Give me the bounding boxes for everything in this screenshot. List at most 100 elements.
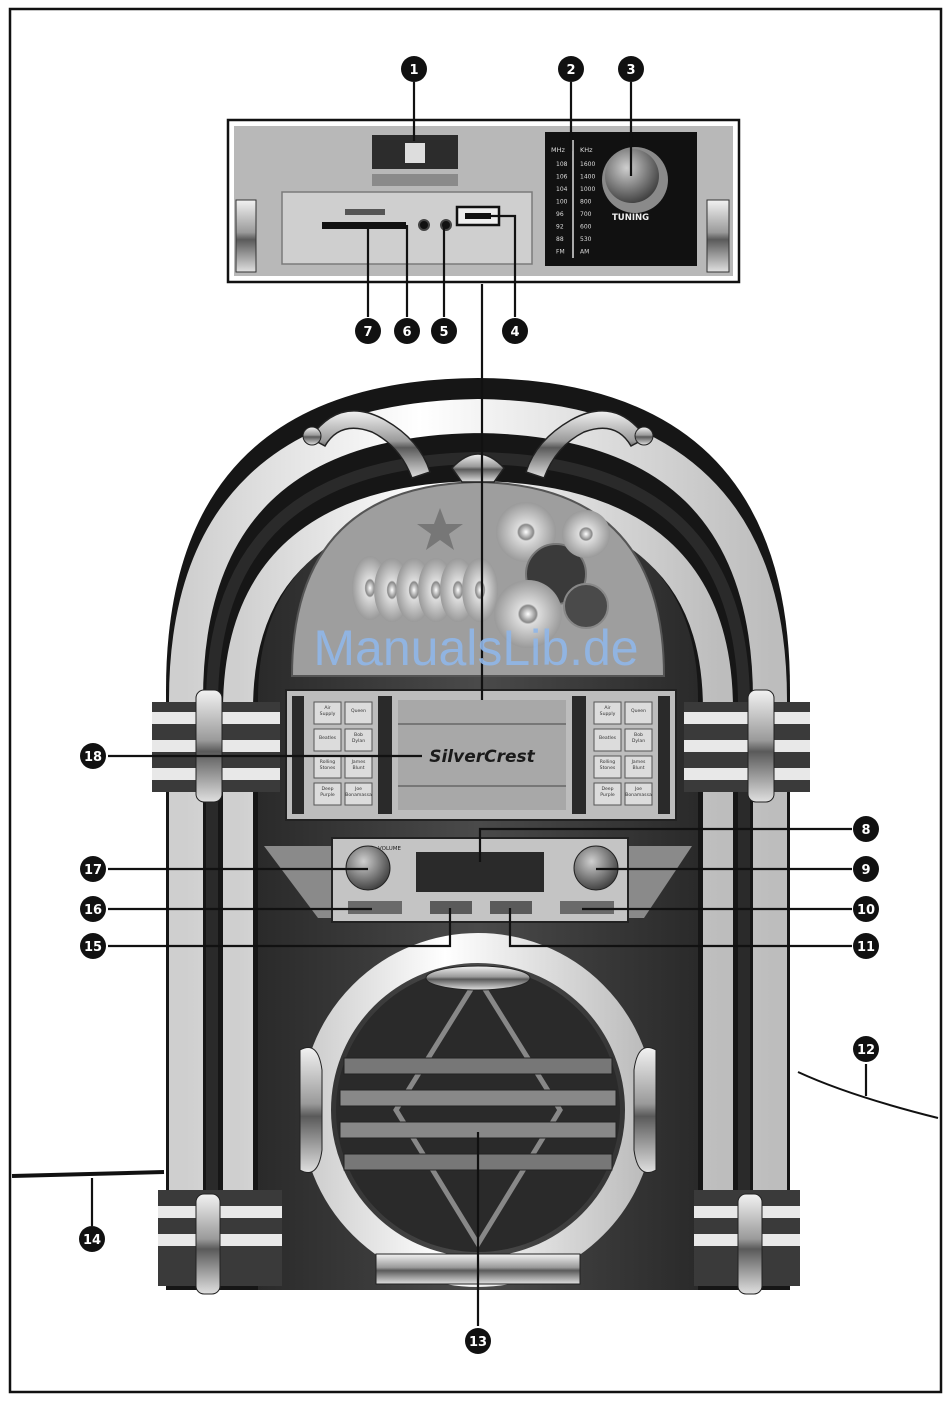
selector-button-label: Bob [634, 732, 643, 738]
selector-button-label: James [351, 759, 366, 765]
khz-label: KHz [580, 146, 593, 154]
selector-button-label: Rolling [320, 759, 336, 765]
sd-card-slot [322, 222, 406, 229]
power-switch [405, 143, 425, 163]
selector-button [624, 728, 653, 752]
marker-4: 4 [502, 318, 528, 344]
marker-16: 16 [80, 896, 106, 922]
next-button [490, 901, 532, 914]
selector-button-label: Supply [320, 711, 336, 717]
svg-text:11: 11 [857, 940, 875, 955]
page-border [8, 7, 943, 1394]
fm-scale-mark: FM [556, 249, 565, 256]
power-cable [11, 1170, 165, 1178]
fm-scale-mark: 96 [556, 211, 564, 218]
selector-button-label: Joe [634, 786, 642, 792]
marker-7: 7 [355, 318, 381, 344]
am-scale-mark: 1000 [580, 186, 595, 193]
svg-text:2: 2 [566, 63, 575, 78]
watermark: ManualsLib.de [313, 620, 638, 676]
am-scale-mark: 1600 [580, 161, 595, 168]
am-scale-mark: 1400 [580, 174, 595, 181]
selector-button-label: Air [604, 705, 610, 711]
discs [352, 502, 610, 648]
marker-13: 13 [465, 1328, 491, 1354]
selector-button-label: Bob [354, 732, 363, 738]
selector-button-label: Bonamassa [345, 792, 372, 798]
selector-button [624, 755, 653, 779]
am-scale-mark: 600 [580, 224, 592, 231]
svg-text:1: 1 [409, 63, 418, 78]
selector-button-label: Stones [600, 765, 616, 771]
tuning-label: TUNING [612, 213, 649, 223]
marker-17: 17 [80, 856, 106, 882]
selector-button-label: Dylan [352, 738, 365, 744]
selector-button-label: Queen [351, 708, 366, 714]
prev-button [430, 901, 472, 914]
svg-text:17: 17 [84, 863, 102, 878]
svg-text:13: 13 [469, 1335, 487, 1350]
selector-button [624, 701, 653, 725]
svg-text:15: 15 [84, 940, 102, 955]
play-pause-button [348, 901, 402, 914]
selector-button-label: Bonamassa [625, 792, 652, 798]
am-scale-mark: 530 [580, 236, 592, 243]
fm-scale-mark: 106 [556, 174, 568, 181]
selector-button [344, 701, 373, 725]
fm-scale-mark: 108 [556, 161, 568, 168]
svg-text:14: 14 [83, 1233, 101, 1248]
am-scale-mark: AM [580, 249, 589, 256]
selector-button-label: Blunt [352, 765, 364, 771]
selector-button [344, 782, 373, 806]
svg-text:7: 7 [363, 325, 372, 340]
volume-label: VOLUME [378, 846, 402, 852]
selector-button-label: Stones [320, 765, 336, 771]
fm-scale-mark: 104 [556, 186, 568, 193]
selector-button [593, 782, 622, 806]
selector-buttons-right: AirSupplyQueenBeatlesBobDylanRollingSton… [593, 701, 653, 806]
selector-button [624, 782, 653, 806]
marker-1: 1 [401, 56, 427, 82]
selector-buttons-left: AirSupplyQueenBeatlesBobDylanRollingSton… [313, 701, 373, 806]
marker-14: 14 [79, 1226, 105, 1252]
marker-2: 2 [558, 56, 584, 82]
marker-5: 5 [431, 318, 457, 344]
selector-button [593, 701, 622, 725]
brand-logo: SilverCrest [429, 747, 535, 767]
selector-button-label: Queen [631, 708, 646, 714]
marker-18: 18 [80, 743, 106, 769]
stop-button [560, 901, 614, 914]
svg-text:3: 3 [626, 63, 635, 78]
marker-15: 15 [80, 933, 106, 959]
selector-button [313, 728, 342, 752]
marker-9: 9 [853, 856, 879, 882]
svg-text:6: 6 [402, 325, 411, 340]
marker-12: 12 [853, 1036, 879, 1062]
leader-lines [90, 82, 868, 1326]
am-scale-mark: 700 [580, 211, 592, 218]
am-scale-mark: 800 [580, 199, 592, 206]
svg-text:18: 18 [84, 750, 102, 765]
selector-button-label: Purple [320, 792, 335, 798]
selector-button-label: James [631, 759, 646, 765]
number-markers: 1 2 3 4 5 6 7 8 9 10 11 12 13 14 15 16 1… [79, 56, 879, 1354]
control-panel: VOLUME [264, 837, 692, 923]
selector-button-label: Joe [354, 786, 362, 792]
svg-text:5: 5 [439, 325, 448, 340]
marker-3: 3 [618, 56, 644, 82]
svg-text:10: 10 [857, 903, 875, 918]
selector-button-label: Purple [600, 792, 615, 798]
fm-scale-mark: 100 [556, 199, 568, 206]
headphone-jack [418, 219, 430, 231]
svg-text:9: 9 [861, 863, 870, 878]
marker-10: 10 [853, 896, 879, 922]
light-tube-outer [169, 398, 787, 1260]
selector-button [593, 755, 622, 779]
svg-text:16: 16 [84, 903, 102, 918]
selector-button-label: Rolling [600, 759, 616, 765]
svg-text:4: 4 [510, 325, 519, 340]
